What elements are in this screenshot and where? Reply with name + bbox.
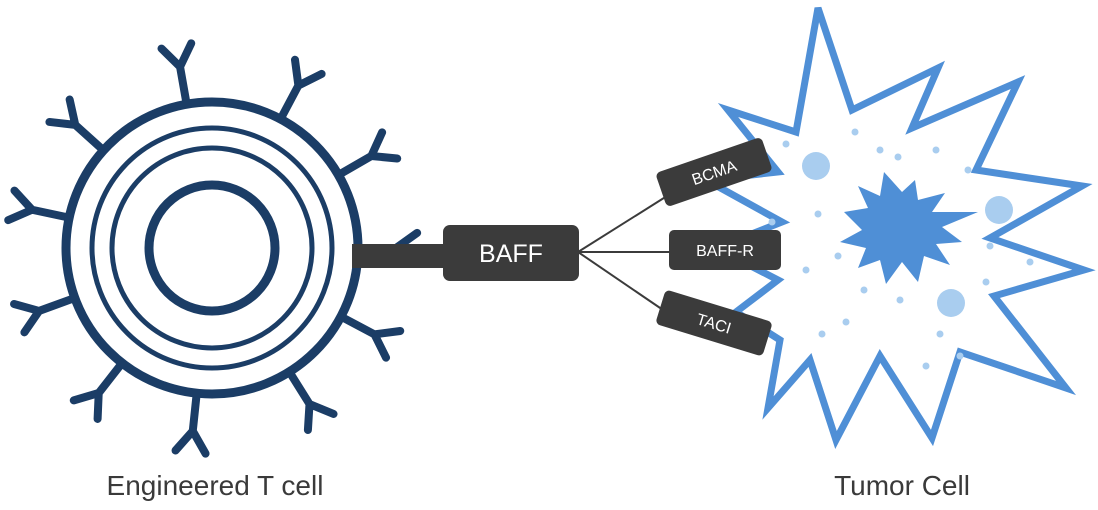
tumor-vesicles: [802, 152, 1013, 317]
antibody-icon: [69, 360, 125, 423]
bcma-box: [656, 138, 772, 206]
antibody-icon: [338, 313, 405, 362]
granule: [851, 128, 859, 136]
antibody-icon: [157, 39, 196, 107]
tumor-cell-caption: Tumor Cell: [834, 470, 970, 501]
granule: [896, 296, 904, 304]
antibody-icon: [4, 186, 72, 225]
granule: [860, 286, 868, 294]
granule: [922, 362, 930, 370]
antibody-icon: [286, 369, 338, 434]
tumor-cell: [694, 6, 1096, 449]
receptor-bcma: BCMA: [656, 138, 772, 206]
t-cell-caption: Engineered T cell: [106, 470, 324, 501]
granule: [768, 218, 776, 226]
antibody-icon: [171, 391, 210, 458]
granule: [894, 153, 902, 161]
granule: [782, 140, 790, 148]
taci-box: [656, 290, 772, 356]
baff-r-box: [669, 230, 781, 270]
t-cell-nucleus: [144, 180, 280, 316]
granule: [936, 330, 944, 338]
baff-box: [443, 225, 579, 281]
granule: [1026, 258, 1034, 266]
car-stalk: [352, 244, 450, 268]
granule: [842, 318, 850, 326]
receptor-baff-r: BAFF-R: [669, 230, 781, 270]
antibody-icon: [45, 95, 107, 153]
granule: [814, 210, 822, 218]
granule: [876, 146, 884, 154]
tumor-nucleus: [840, 172, 978, 284]
granule: [818, 330, 826, 338]
granule: [964, 166, 972, 174]
receptor-taci: TACI: [656, 290, 772, 356]
granule: [802, 266, 810, 274]
binding-line-taci: [577, 251, 667, 313]
baff-label: BAFF: [479, 240, 543, 268]
granule: [956, 352, 964, 360]
binding-lines: [577, 195, 670, 313]
antibody-icon: [277, 55, 326, 122]
antibody-icon: [336, 128, 402, 178]
vesicle: [985, 196, 1013, 224]
binding-line-bcma: [577, 195, 668, 253]
tumor-granules: [768, 128, 1034, 370]
granule: [932, 146, 940, 154]
granule: [834, 252, 842, 260]
baff-r-label: BAFF-R: [696, 243, 754, 260]
antibody-icon: [10, 294, 77, 337]
vesicle: [937, 289, 965, 317]
vesicle: [802, 152, 830, 180]
t-cell-ring-2: [89, 125, 335, 371]
baff-ligand: BAFF: [443, 225, 579, 281]
granule: [982, 278, 990, 286]
t-cell-ring-3: [109, 145, 315, 351]
granule: [986, 242, 994, 250]
engineered-t-cell: [61, 97, 363, 399]
